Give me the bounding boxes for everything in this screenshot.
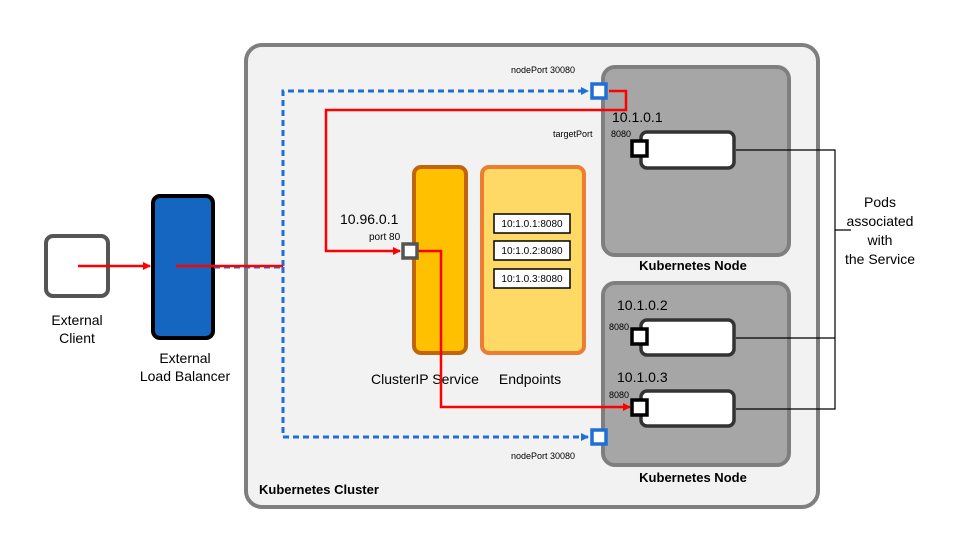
endpoint-item-box <box>493 240 571 261</box>
load-balancer-label-1: External <box>159 350 210 366</box>
pods-annotation-1: Pods <box>864 194 896 210</box>
service-port-label: port 80 <box>369 232 401 243</box>
pod-ip-top: 10.1.0.1 <box>612 109 663 125</box>
pod3-port: 8080 <box>609 390 629 400</box>
service-to-pod-path <box>417 249 631 411</box>
pod-port-3-icon <box>630 398 649 417</box>
lb-to-nodeport-bottom-path <box>281 267 589 441</box>
endpoint-item-box <box>493 213 571 234</box>
pod-port-top-icon <box>630 139 649 158</box>
pod-10-1-0-1 <box>639 130 736 170</box>
endpoints-label: Endpoints <box>499 371 561 387</box>
pods-annotation-3: with <box>867 232 893 248</box>
endpoint-item: 10:1.0.1:8080 <box>501 219 563 230</box>
node-top-label: Kubernetes Node <box>639 258 747 273</box>
endpoint-item: 10:1.0.3:8080 <box>501 274 563 285</box>
nodeport-to-service-path <box>324 89 628 255</box>
external-client-label-2: Client <box>59 330 95 346</box>
node-port-top-icon <box>590 82 608 100</box>
node-port-bottom-icon <box>590 428 608 446</box>
pods-annotation-2: associated <box>847 213 914 229</box>
external-client-label-1: External <box>51 312 102 328</box>
endpoint-item: 10:1.0.2:8080 <box>501 246 563 257</box>
cluster-label: Kubernetes Cluster <box>259 482 379 497</box>
node-port-label-bottom: nodePort 30080 <box>511 451 575 461</box>
service-port-icon <box>401 242 419 260</box>
service-ip: 10.96.0.1 <box>340 211 399 227</box>
load-balancer-label-2: Load Balancer <box>140 368 231 384</box>
pod2-port: 8080 <box>609 322 629 332</box>
pods-bracket <box>736 149 851 410</box>
pods-annotation-4: the Service <box>845 251 915 267</box>
node-bottom-label: Kubernetes Node <box>639 470 747 485</box>
pod-ip-2: 10.1.0.2 <box>617 297 668 313</box>
pod-port-2-icon <box>630 327 649 346</box>
node-port-label-top: nodePort 30080 <box>511 65 575 75</box>
target-port-label: targetPort <box>553 129 593 139</box>
pod-10-1-0-2 <box>639 318 736 357</box>
service-label: ClusterIP Service <box>371 371 479 387</box>
pod-ip-3: 10.1.0.3 <box>617 369 668 385</box>
pod-10-1-0-3 <box>639 389 736 428</box>
target-port-value: 8080 <box>611 129 631 139</box>
endpoint-item-box <box>493 268 571 289</box>
